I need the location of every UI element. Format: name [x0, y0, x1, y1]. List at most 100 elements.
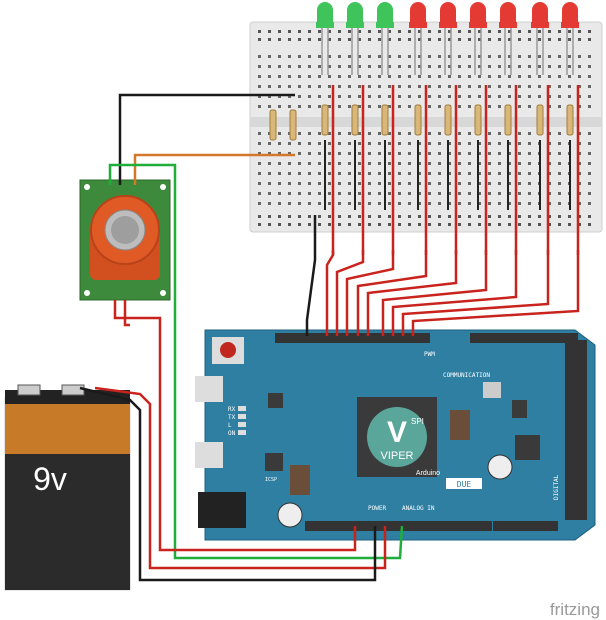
- breadboard-hole: [448, 65, 451, 68]
- breadboard-hole: [588, 132, 591, 135]
- breadboard-hole: [438, 162, 441, 165]
- breadboard-hole: [578, 95, 581, 98]
- breadboard-hole: [398, 132, 401, 135]
- breadboard-hole: [388, 132, 391, 135]
- breadboard-hole: [268, 162, 271, 165]
- breadboard-hole: [398, 162, 401, 165]
- resistors: [269, 104, 574, 141]
- breadboard-hole: [488, 223, 491, 226]
- breadboard-hole: [438, 223, 441, 226]
- breadboard-hole: [518, 192, 521, 195]
- breadboard-hole: [448, 172, 451, 175]
- breadboard-hole: [588, 75, 591, 78]
- breadboard-hole: [568, 55, 571, 58]
- breadboard-hole: [328, 75, 331, 78]
- resistor: [351, 104, 359, 136]
- breadboard-hole: [298, 223, 301, 226]
- breadboard-hole: [308, 95, 311, 98]
- breadboard-hole: [408, 105, 411, 108]
- breadboard-hole: [308, 105, 311, 108]
- board-led: [238, 414, 246, 419]
- breadboard-hole: [388, 30, 391, 33]
- breadboard-hole: [418, 55, 421, 58]
- breadboard-hole: [448, 55, 451, 58]
- breadboard-hole: [478, 202, 481, 205]
- breadboard-hole: [558, 152, 561, 155]
- breadboard-hole: [388, 172, 391, 175]
- breadboard-hole: [438, 65, 441, 68]
- breadboard-hole: [518, 30, 521, 33]
- breadboard-hole: [498, 30, 501, 33]
- breadboard-hole: [558, 30, 561, 33]
- led-rim: [561, 22, 579, 28]
- breadboard-hole: [318, 30, 321, 33]
- wire-green-a0: [108, 163, 404, 560]
- breadboard-hole: [558, 172, 561, 175]
- breadboard-hole: [468, 55, 471, 58]
- breadboard-hole: [268, 85, 271, 88]
- breadboard-hole: [408, 38, 411, 41]
- breadboard-hole: [428, 215, 431, 218]
- breadboard-hole: [548, 142, 551, 145]
- breadboard-hole: [288, 215, 291, 218]
- breadboard-hole: [288, 85, 291, 88]
- breadboard-hole: [378, 142, 381, 145]
- breadboard-hole: [498, 182, 501, 185]
- breadboard-hole: [438, 95, 441, 98]
- breadboard-hole: [348, 65, 351, 68]
- breadboard-hole: [458, 152, 461, 155]
- wire-black-sensor: [118, 93, 295, 185]
- breadboard-hole: [578, 162, 581, 165]
- breadboard-hole: [428, 132, 431, 135]
- breadboard-hole: [298, 65, 301, 68]
- breadboard-hole: [578, 55, 581, 58]
- breadboard-hole: [358, 38, 361, 41]
- breadboard-hole: [338, 215, 341, 218]
- breadboard-hole: [468, 38, 471, 41]
- breadboard-hole: [388, 75, 391, 78]
- breadboard-hole: [288, 223, 291, 226]
- breadboard-hole: [398, 85, 401, 88]
- breadboard-hole: [488, 172, 491, 175]
- breadboard-hole: [458, 172, 461, 175]
- led-red: [470, 2, 486, 24]
- breadboard-hole: [368, 192, 371, 195]
- resistor: [566, 104, 574, 136]
- breadboard-hole: [468, 182, 471, 185]
- breadboard-hole: [308, 142, 311, 145]
- breadboard-hole: [258, 75, 261, 78]
- digital-label: DIGITAL: [553, 474, 560, 500]
- breadboard-hole: [318, 65, 321, 68]
- breadboard-hole: [328, 215, 331, 218]
- breadboard-hole: [368, 65, 371, 68]
- breadboard-hole: [398, 75, 401, 78]
- breadboard-hole: [368, 38, 371, 41]
- breadboard-hole: [548, 95, 551, 98]
- 9v-battery: 9v: [4, 384, 131, 591]
- breadboard-hole: [478, 192, 481, 195]
- breadboard-hole: [418, 202, 421, 205]
- breadboard-hole: [498, 105, 501, 108]
- breadboard-hole: [518, 65, 521, 68]
- breadboard-hole: [548, 202, 551, 205]
- breadboard-hole: [428, 85, 431, 88]
- breadboard-hole: [558, 182, 561, 185]
- breadboard-hole: [468, 75, 471, 78]
- breadboard-hole: [478, 142, 481, 145]
- breadboard-hole: [408, 152, 411, 155]
- breadboard-hole: [278, 75, 281, 78]
- breadboard-hole: [258, 223, 261, 226]
- breadboard-hole: [458, 38, 461, 41]
- breadboard-hole: [368, 223, 371, 226]
- breadboard-hole: [288, 202, 291, 205]
- breadboard-hole: [478, 38, 481, 41]
- breadboard-hole: [448, 30, 451, 33]
- breadboard-hole: [538, 95, 541, 98]
- breadboard-hole: [368, 55, 371, 58]
- breadboard-hole: [378, 55, 381, 58]
- breadboard-hole: [418, 215, 421, 218]
- breadboard-hole: [458, 132, 461, 135]
- breadboard-hole: [378, 30, 381, 33]
- breadboard-hole: [438, 85, 441, 88]
- breadboard-hole: [358, 152, 361, 155]
